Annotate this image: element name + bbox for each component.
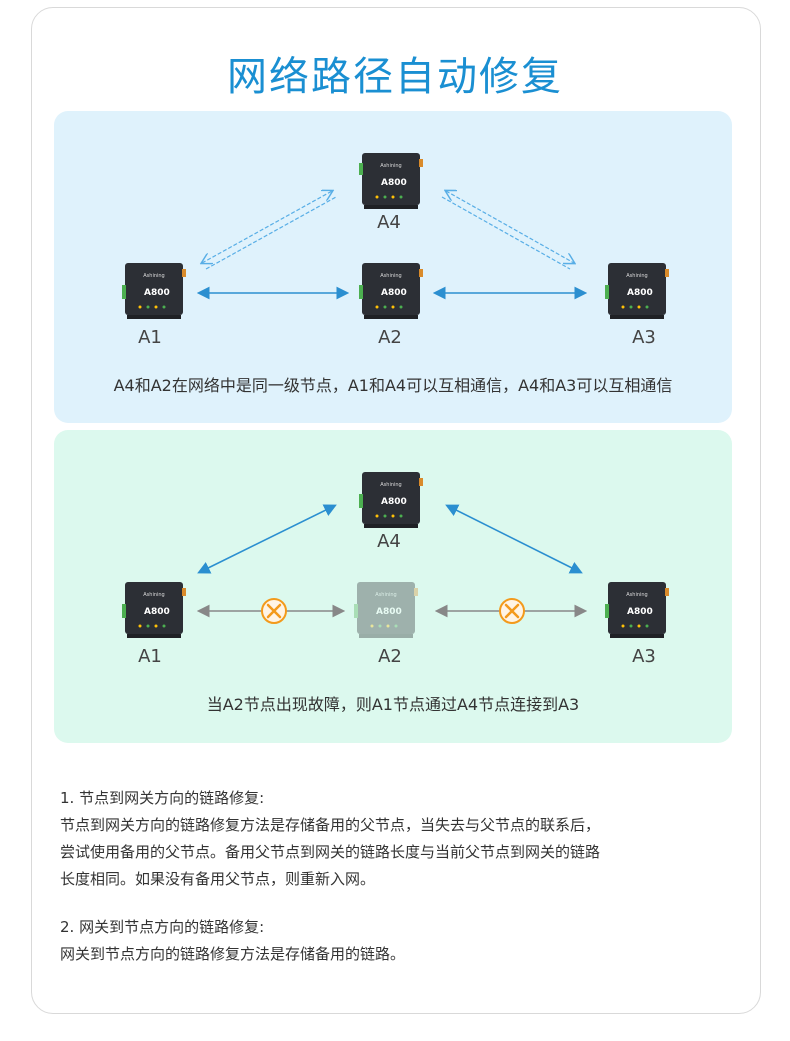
section2-line: 网关到节点方向的链路修复方法是存储备用的链路。 <box>60 945 406 963</box>
fault-x-icon <box>499 598 525 624</box>
svg-text:Ashining: Ashining <box>380 273 401 279</box>
link-a1-a4 <box>197 504 337 574</box>
svg-text:A800: A800 <box>144 288 170 298</box>
node-label-a1: A1 <box>138 646 162 667</box>
svg-text:Ashining: Ashining <box>143 592 164 598</box>
svg-text:A800: A800 <box>144 607 170 617</box>
section-gateway-to-node: 2. 网关到节点方向的链路修复: 网关到节点方向的链路修复方法是存储备用的链路。 <box>60 914 405 968</box>
link-a4-a3 <box>445 504 583 574</box>
panel2-caption: 当A2节点出现故障，则A1节点通过A4节点连接到A3 <box>206 695 580 714</box>
link-a1-a4-dashed <box>202 191 337 270</box>
panel2-links <box>196 504 588 624</box>
section1-line: 尝试使用备用的父节点。备用父节点到网关的链路长度与当前父节点到网关的链路 <box>60 843 601 861</box>
node-label-a2: A2 <box>378 327 402 348</box>
panel1-links <box>196 111 588 300</box>
section1-line: 长度相同。如果没有备用父节点，则重新入网。 <box>60 870 376 888</box>
node-label-a3: A3 <box>632 646 656 667</box>
node-label-a3: A3 <box>632 327 656 348</box>
section1-heading: 1. 节点到网关方向的链路修复: <box>60 789 265 807</box>
section-node-to-gateway: 1. 节点到网关方向的链路修复: 节点到网关方向的链路修复方法是存储备用的父节点… <box>60 785 600 893</box>
node-label-a2: A2 <box>378 646 402 667</box>
svg-text:Ashining: Ashining <box>626 592 647 598</box>
svg-text:A800: A800 <box>376 607 402 617</box>
svg-text:Ashining: Ashining <box>626 273 647 279</box>
panel1-caption: A4和A2在网络中是同一级节点，A1和A4可以互相通信，A4和A3可以互相通信 <box>113 376 673 395</box>
fault-x-icon <box>261 598 287 624</box>
svg-text:Ashining: Ashining <box>143 273 164 279</box>
svg-text:A800: A800 <box>381 178 407 188</box>
svg-text:Ashining: Ashining <box>375 592 396 598</box>
svg-text:A800: A800 <box>627 288 653 298</box>
svg-text:Ashining: Ashining <box>380 482 401 488</box>
node-label-a1: A1 <box>138 327 162 348</box>
svg-text:A800: A800 <box>381 288 407 298</box>
page-title: 网络路径自动修复 <box>227 54 563 100</box>
svg-text:Ashining: Ashining <box>380 163 401 169</box>
svg-text:A800: A800 <box>627 607 653 617</box>
svg-text:A800: A800 <box>381 497 407 507</box>
section2-heading: 2. 网关到节点方向的链路修复: <box>60 918 265 936</box>
section1-line: 节点到网关方向的链路修复方法是存储备用的父节点，当失去与父节点的联系后， <box>60 816 601 834</box>
node-label-a4: A4 <box>377 531 401 552</box>
link-a4-a3-dashed <box>441 191 574 270</box>
node-label-a4: A4 <box>377 212 401 233</box>
